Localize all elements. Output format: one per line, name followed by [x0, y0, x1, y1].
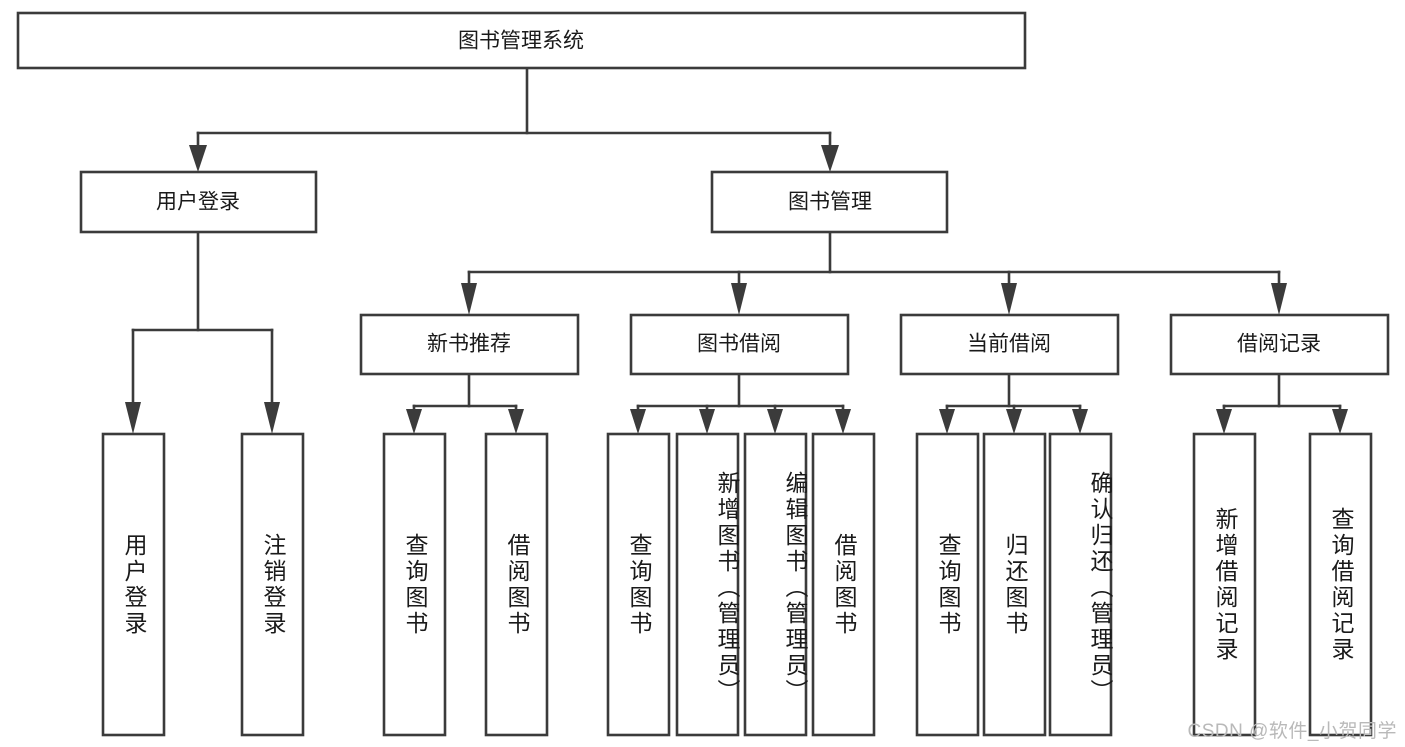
- node-leaf-user-logout-box[interactable]: [240, 432, 305, 737]
- arrow-head-current-borrow: [1001, 283, 1017, 315]
- node-leaf-query-book-3-box[interactable]: [915, 432, 980, 737]
- arrow-head-new-book-recommend: [461, 283, 477, 315]
- arrow-head-leaf-query-book-3: [939, 409, 955, 434]
- arrow-head-leaf-user-login: [125, 402, 141, 434]
- node-book-management-label: 图书管理: [788, 191, 872, 214]
- arrow-head-leaf-add-book: [699, 409, 715, 434]
- node-leaf-add-book-box[interactable]: [675, 432, 740, 737]
- node-leaf-return-book-box[interactable]: [982, 432, 1047, 737]
- node-root-label: 图书管理系统: [458, 30, 584, 53]
- arrow-head-leaf-add-record: [1216, 409, 1232, 434]
- node-leaf-query-record-box[interactable]: [1308, 432, 1373, 737]
- csdn-watermark: CSDN @软件_小贺同学: [1187, 721, 1397, 742]
- node-book-borrow-box[interactable]: [629, 313, 850, 376]
- arrow-head-leaf-edit-book: [767, 409, 783, 434]
- node-leaf-user-login-box[interactable]: [101, 432, 166, 737]
- arrow-head-user-login: [189, 145, 207, 172]
- arrow-head-leaf-return-book: [1006, 409, 1022, 434]
- arrow-head-borrow-record: [1271, 283, 1287, 315]
- node-leaf-query-book-2-box[interactable]: [606, 432, 671, 737]
- arrow-head-leaf-confirm-return: [1072, 409, 1088, 434]
- node-current-borrow-box[interactable]: [899, 313, 1120, 376]
- node-new-book-recommend-box[interactable]: [359, 313, 580, 376]
- arrow-head-book-management: [821, 145, 839, 172]
- arrow-head-leaf-borrow-book-1: [508, 409, 524, 434]
- node-borrow-record-label: 借阅记录: [1237, 333, 1321, 356]
- node-leaf-add-record-box[interactable]: [1192, 432, 1257, 737]
- node-leaf-borrow-book-2-box[interactable]: [811, 432, 876, 737]
- arrow-head-leaf-query-book-2: [630, 409, 646, 434]
- node-new-book-recommend-label: 新书推荐: [427, 333, 511, 356]
- connector-layer: [125, 66, 1348, 434]
- node-leaf-borrow-book-1-box[interactable]: [484, 432, 549, 737]
- node-layer: 图书管理系统 用户登录 图书管理 新书推荐 图书借阅 当前借阅 借阅记录: [16, 11, 1390, 737]
- node-current-borrow-label: 当前借阅: [967, 333, 1051, 356]
- arrow-head-leaf-query-record: [1332, 409, 1348, 434]
- node-leaf-edit-book-box[interactable]: [743, 432, 808, 737]
- arrow-head-book-borrow: [731, 283, 747, 315]
- node-user-login-box[interactable]: [79, 170, 318, 234]
- arrow-head-leaf-user-logout: [264, 402, 280, 434]
- node-leaf-confirm-return-box[interactable]: [1048, 432, 1113, 737]
- node-book-borrow-label: 图书借阅: [697, 333, 781, 356]
- node-borrow-record-box[interactable]: [1169, 313, 1390, 376]
- node-leaf-query-book-1-box[interactable]: [382, 432, 447, 737]
- arrow-head-leaf-borrow-book-2: [835, 409, 851, 434]
- node-user-login-label: 用户登录: [156, 191, 240, 214]
- node-root-box[interactable]: [16, 11, 1027, 70]
- arrow-head-leaf-query-book-1: [406, 409, 422, 434]
- node-book-management-box[interactable]: [710, 170, 949, 234]
